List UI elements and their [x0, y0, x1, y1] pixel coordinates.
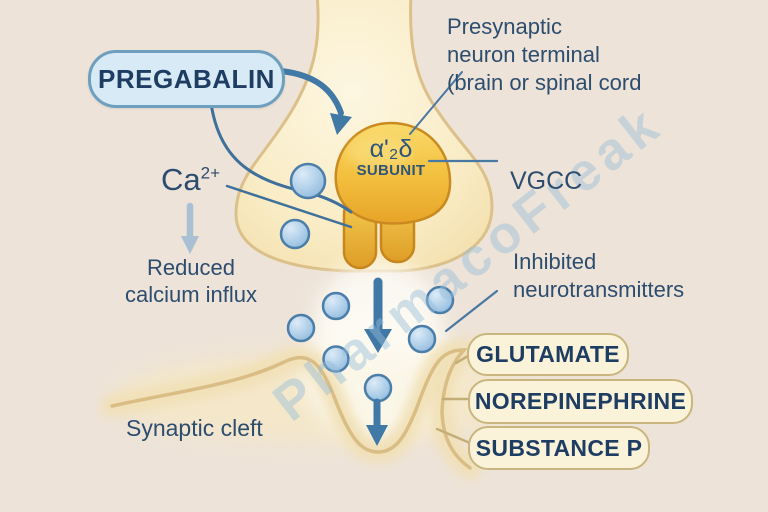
neurotransmitter-particle: [425, 285, 455, 315]
glutamate-label: GLUTAMATE: [476, 341, 620, 367]
glutamate-box: GLUTAMATE: [467, 333, 629, 376]
pregabalin-binding-curve: [209, 101, 353, 214]
pregabalin-label-box: PREGABALIN: [88, 50, 285, 108]
calcium-pointer-line: [225, 184, 353, 229]
glutamate-connector-line: [454, 354, 470, 365]
calcium-ion: [289, 162, 327, 200]
norepinephrine-label: NOREPINEPHRINE: [474, 388, 687, 414]
neurotransmitter-particle: [322, 345, 350, 373]
calcium-charge: 2+: [200, 163, 221, 183]
release-arrow-head: [364, 329, 392, 353]
calcium-symbol: Ca: [161, 162, 201, 197]
alpha2delta-subunit-label: α'₂δ SUBUNIT: [346, 136, 436, 179]
neurotransmitter-particle: [407, 324, 437, 354]
pregabalin-binding-arrow: [278, 68, 344, 116]
calcium-ion-label: Ca2+: [161, 162, 220, 198]
vgcc-label: VGCC: [510, 167, 583, 195]
reduced-influx-arrow-head: [181, 236, 199, 254]
substancep-connector-line: [435, 427, 472, 445]
pregabalin-label: PREGABALIN: [98, 63, 275, 94]
release-arrow-small-head: [366, 425, 388, 446]
subunit-symbol: α'₂δ: [369, 135, 413, 163]
neurotransmitter-particle: [286, 313, 316, 343]
pregabalin-binding-arrowhead: [330, 113, 352, 135]
neurotransmitter-particle: [321, 291, 351, 321]
synaptic-cleft-label: Synaptic cleft: [126, 415, 263, 441]
postsynaptic-membrane-line: [110, 348, 472, 470]
inhibited-neurotransmitters-label: Inhibited neurotransmitters: [513, 249, 685, 302]
inhibited-pointer-line: [444, 289, 499, 333]
substance-p-box: SUBSTANCE P: [468, 426, 650, 470]
substance-p-label: SUBSTANCE P: [475, 434, 643, 461]
reduced-calcium-influx-label: Reduced calcium influx: [124, 255, 258, 307]
subunit-text: SUBUNIT: [356, 162, 426, 179]
calcium-ion: [279, 218, 311, 250]
terminal-pointer-line: [409, 71, 463, 135]
norepinephrine-box: NOREPINEPHRINE: [468, 379, 693, 424]
presynaptic-terminal-label: Presynaptic neuron terminal (brain or sp…: [447, 14, 642, 95]
subunit-highlight: [348, 135, 412, 169]
